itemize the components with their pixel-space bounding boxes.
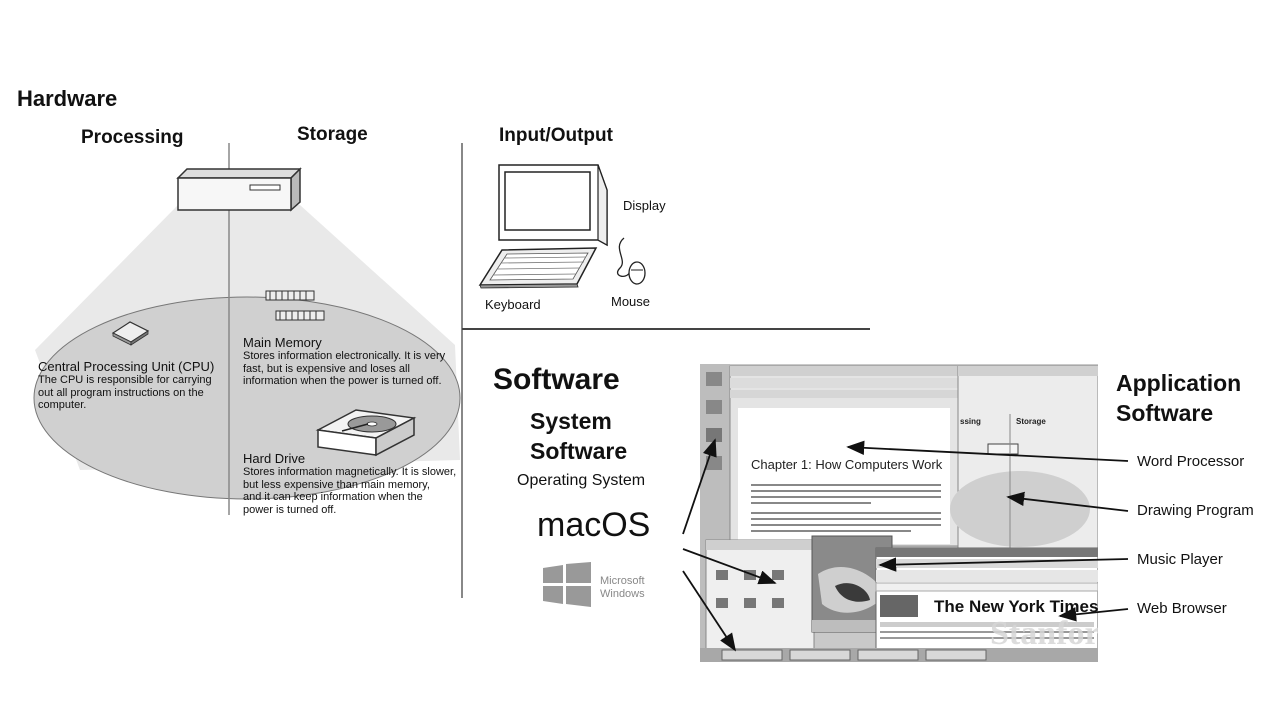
system-software-heading: System Software [530, 406, 627, 466]
windows-label: Microsoft Windows [600, 575, 645, 601]
keyboard-label: Keyboard [485, 297, 541, 312]
macos-label: macOS [537, 506, 651, 544]
mini-storage: Storage [1016, 417, 1046, 426]
word-processor-label: Word Processor [1137, 453, 1245, 470]
processing-heading: Processing [81, 127, 184, 148]
mouse-label: Mouse [611, 294, 651, 309]
web-browser-arrow [1058, 607, 1129, 622]
hard-drive-desc-line: and it can keep information when the [243, 491, 423, 503]
windows-label-line: Microsoft [600, 575, 645, 587]
hard-drive-title: Hard Drive [243, 451, 306, 466]
windows-logo-icon [543, 562, 591, 607]
hardware-heading: Hardware [17, 86, 118, 111]
main-memory-desc-line: fast, but is expensive and loses all [243, 362, 410, 375]
hard-drive-desc-line: power is turned off. [243, 503, 337, 516]
cpu-description: The CPU is responsible for carrying out … [38, 374, 212, 412]
desktop-screenshot: Chapter 1: How Computers Work ssing Stor… [700, 364, 1098, 662]
windows-arrow-2 [682, 570, 736, 652]
hard-drive-icon [315, 409, 417, 457]
monitor-icon [498, 164, 608, 247]
keyboard-icon [478, 247, 598, 289]
windows-label-line: Windows [600, 588, 645, 600]
hard-drive-description: Stores information magnetically. It is s… [243, 466, 456, 516]
display-label: Display [623, 198, 666, 213]
hard-drive-desc-line: Stores information magnetically. It is s… [243, 466, 457, 478]
drawing-program-arrow [1006, 491, 1129, 512]
operating-system-label: Operating System [517, 472, 646, 489]
main-memory-desc-line: information when the power is turned off… [243, 375, 442, 387]
music-player-label: Music Player [1137, 551, 1223, 568]
mouse-icon [616, 237, 646, 285]
word-processor-arrow [846, 440, 1129, 462]
hard-drive-desc-line: but less expensive than main memory, [243, 478, 430, 491]
software-heading: Software [493, 363, 620, 396]
system-software-line: Software [530, 438, 628, 464]
drawing-program-label: Drawing Program [1137, 502, 1254, 519]
mini-processing: ssing [960, 417, 981, 426]
input-output-heading: Input/Output [499, 125, 613, 146]
main-memory-desc-line: Stores information electronically. It is… [243, 350, 446, 362]
windows-arrow-1 [682, 548, 777, 585]
application-software-line: Application [1116, 370, 1242, 396]
music-player-arrow [878, 557, 1129, 572]
cpu-desc-line: out all program instructions on the [38, 386, 204, 399]
stanford-watermark: Stanford [990, 615, 1098, 652]
cpu-desc-line: The CPU is responsible for carrying [38, 374, 212, 386]
ram-sticks-icon [265, 290, 325, 321]
cpu-desc-line: computer. [38, 399, 87, 411]
main-memory-title: Main Memory [243, 335, 322, 350]
newspaper-masthead: The New York Times [934, 597, 1098, 616]
web-browser-label: Web Browser [1137, 600, 1227, 617]
cpu-chip-icon [111, 321, 150, 346]
cpu-title: Central Processing Unit (CPU) [38, 359, 215, 374]
doc-heading: Chapter 1: How Computers Work [751, 457, 943, 472]
main-memory-description: Stores information electronically. It is… [243, 350, 445, 388]
system-software-line: System [530, 408, 612, 434]
storage-heading: Storage [297, 124, 368, 145]
macos-arrow [682, 438, 717, 535]
application-software-heading: Application Software [1116, 368, 1241, 428]
application-software-line: Software [1116, 400, 1214, 426]
computer-box-icon [176, 167, 302, 212]
